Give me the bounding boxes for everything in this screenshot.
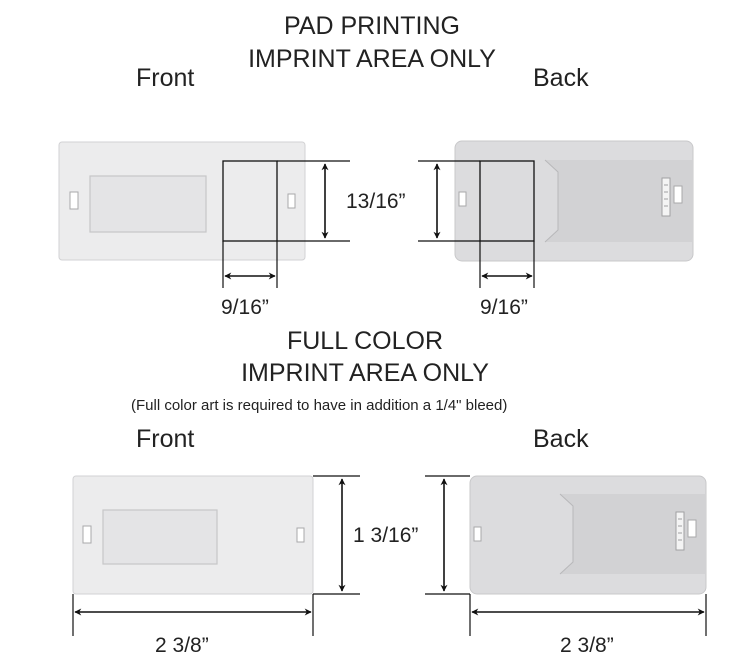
full-back-width-dim-label: 2 3/8” [560,634,614,657]
full-front-label: Front [136,425,195,453]
bleed-note: (Full color art is required to have in a… [131,397,508,414]
full-back-card [469,475,707,595]
pad-printing-title-line1: PAD PRINTING [284,12,460,40]
pad-front-label: Front [136,64,195,92]
pad-printing-title-line2: IMPRINT AREA ONLY [248,45,496,73]
pad-front-width-dim-label: 9/16” [221,296,269,319]
pad-back-card [454,140,694,262]
full-height-dim-label: 1 3/16” [353,524,419,547]
full-color-title-line2: IMPRINT AREA ONLY [241,359,489,387]
pad-back-width-dim-label: 9/16” [480,296,528,319]
pad-front-imprint-box [222,160,278,242]
pad-back-imprint-box [479,160,535,242]
pad-front-card [58,141,306,261]
full-front-card [72,475,314,595]
full-front-width-dim-label: 2 3/8” [155,634,209,657]
full-color-title-line1: FULL COLOR [286,327,444,355]
full-back-label: Back [533,425,589,453]
pad-height-dim-label: 13/16” [346,190,406,213]
pad-back-label: Back [533,64,589,92]
